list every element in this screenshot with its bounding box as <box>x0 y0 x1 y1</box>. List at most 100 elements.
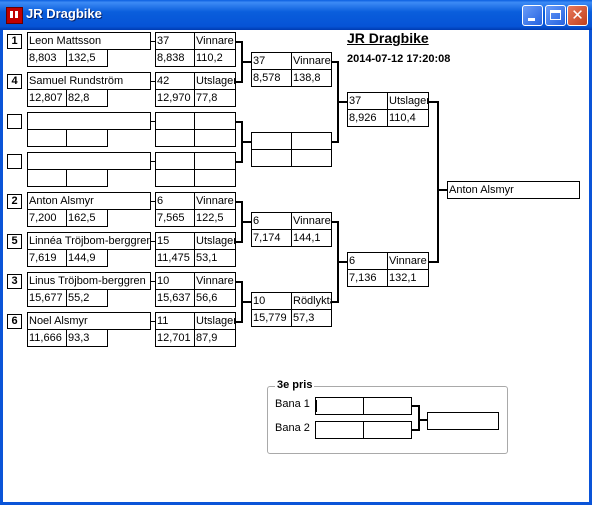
race-speed-field[interactable]: 87,9 <box>194 329 236 347</box>
minimize-button[interactable] <box>522 5 543 26</box>
race-status-field[interactable]: Vinnare <box>291 52 332 70</box>
race-status-field[interactable]: Rödlykta <box>291 292 332 310</box>
race-time-field[interactable]: 11,475 <box>155 249 195 267</box>
racer-speed-field[interactable]: 82,8 <box>66 89 108 107</box>
race-status-field[interactable]: Vinnare <box>194 192 236 210</box>
race-time-field[interactable]: 15,779 <box>251 309 292 327</box>
seed-number <box>7 114 22 129</box>
racer-name-field[interactable]: Linus Tröjbom-berggren <box>27 272 151 290</box>
racer-speed-field[interactable]: 132,5 <box>66 49 108 67</box>
winner-name-field[interactable]: Anton Alsmyr <box>447 181 580 199</box>
bracket-line <box>337 101 348 103</box>
racer-speed-field[interactable]: 93,3 <box>66 329 108 347</box>
race-status-field[interactable]: Vinnare <box>387 252 429 270</box>
race-number-field[interactable]: 37 <box>251 52 292 70</box>
race-number-field[interactable] <box>155 152 195 170</box>
app-dragbike-icon[interactable] <box>6 7 23 24</box>
race-number-field[interactable] <box>251 132 292 150</box>
race-time-field[interactable]: 7,174 <box>251 229 292 247</box>
race-time-field[interactable]: 7,136 <box>347 269 388 287</box>
bracket-line <box>337 261 348 263</box>
race-number-field[interactable]: 10 <box>155 272 195 290</box>
racer-speed-field[interactable]: 144,9 <box>66 249 108 267</box>
race-number-field[interactable]: 6 <box>251 212 292 230</box>
race-speed-field[interactable]: 56,6 <box>194 289 236 307</box>
race-speed-field[interactable]: 110,2 <box>194 49 236 67</box>
close-icon: ✕ <box>571 6 584 24</box>
race-time-field[interactable]: 12,970 <box>155 89 195 107</box>
close-button[interactable]: ✕ <box>567 5 588 26</box>
race-time-field[interactable] <box>155 169 195 187</box>
race-number-field[interactable]: 37 <box>155 32 195 50</box>
race-time-field[interactable] <box>251 149 292 167</box>
lane2-speed-field[interactable] <box>363 421 412 439</box>
race-status-field[interactable] <box>291 132 332 150</box>
racer-name-field[interactable]: Linnéa Tröjbom-berggren <box>27 232 151 250</box>
race-speed-field[interactable]: 122,5 <box>194 209 236 227</box>
bracket-line <box>428 101 438 103</box>
race-status-field[interactable] <box>194 152 236 170</box>
racer-name-field[interactable]: Noel Alsmyr <box>27 312 151 330</box>
race-speed-field[interactable]: 77,8 <box>194 89 236 107</box>
third-place-result-field[interactable] <box>427 412 499 430</box>
race-time-field[interactable]: 15,637 <box>155 289 195 307</box>
race-speed-field[interactable] <box>291 149 332 167</box>
race-speed-field[interactable]: 138,8 <box>291 69 332 87</box>
text-cursor <box>316 400 317 412</box>
race-speed-field[interactable] <box>194 169 236 187</box>
race-status-field[interactable]: Utslagen <box>194 232 236 250</box>
race-number-field[interactable] <box>155 112 195 130</box>
racer-rt-field[interactable]: 7,200 <box>27 209 67 227</box>
race-speed-field[interactable] <box>194 129 236 147</box>
lane1-speed-field[interactable] <box>363 397 412 415</box>
title-bar[interactable]: JR Dragbike ✕ <box>0 0 592 30</box>
racer-rt-field[interactable] <box>27 169 67 187</box>
racer-name-field[interactable]: Samuel Rundström <box>27 72 151 90</box>
minimize-icon <box>528 18 535 21</box>
racer-speed-field[interactable] <box>66 169 108 187</box>
racer-name-field[interactable] <box>27 152 151 170</box>
race-status-field[interactable]: Vinnare <box>194 32 236 50</box>
race-status-field[interactable]: Utslagen <box>194 72 236 90</box>
racer-rt-field[interactable]: 15,677 <box>27 289 67 307</box>
race-status-field[interactable]: Utslagen <box>194 312 236 330</box>
race-number-field[interactable]: 37 <box>347 92 388 110</box>
racer-speed-field[interactable]: 55,2 <box>66 289 108 307</box>
race-number-field[interactable]: 15 <box>155 232 195 250</box>
race-time-field[interactable]: 8,926 <box>347 109 388 127</box>
racer-speed-field[interactable]: 162,5 <box>66 209 108 227</box>
race-number-field[interactable]: 10 <box>251 292 292 310</box>
race-time-field[interactable]: 8,578 <box>251 69 292 87</box>
race-status-field[interactable]: Vinnare <box>291 212 332 230</box>
race-number-field[interactable]: 42 <box>155 72 195 90</box>
race-number-field[interactable]: 11 <box>155 312 195 330</box>
race-speed-field[interactable]: 57,3 <box>291 309 332 327</box>
race-time-field[interactable] <box>155 129 195 147</box>
race-number-field[interactable]: 6 <box>347 252 388 270</box>
racer-name-field[interactable]: Leon Mattsson <box>27 32 151 50</box>
race-time-field[interactable]: 8,838 <box>155 49 195 67</box>
racer-rt-field[interactable]: 11,666 <box>27 329 67 347</box>
seed-number: 4 <box>7 74 22 89</box>
lane2-time-field[interactable] <box>315 421 364 439</box>
racer-name-field[interactable] <box>27 112 151 130</box>
seed-number <box>7 154 22 169</box>
racer-speed-field[interactable] <box>66 129 108 147</box>
racer-rt-field[interactable]: 12,807 <box>27 89 67 107</box>
racer-name-field[interactable]: Anton Alsmyr <box>27 192 151 210</box>
race-status-field[interactable]: Vinnare <box>194 272 236 290</box>
race-speed-field[interactable]: 110,4 <box>387 109 429 127</box>
racer-rt-field[interactable]: 8,803 <box>27 49 67 67</box>
maximize-button[interactable] <box>545 5 566 26</box>
racer-rt-field[interactable] <box>27 129 67 147</box>
race-status-field[interactable] <box>194 112 236 130</box>
lane1-time-field[interactable] <box>315 397 364 415</box>
race-speed-field[interactable]: 132,1 <box>387 269 429 287</box>
race-time-field[interactable]: 7,565 <box>155 209 195 227</box>
race-status-field[interactable]: Utslagen <box>387 92 429 110</box>
race-speed-field[interactable]: 53,1 <box>194 249 236 267</box>
race-number-field[interactable]: 6 <box>155 192 195 210</box>
race-speed-field[interactable]: 144,1 <box>291 229 332 247</box>
racer-rt-field[interactable]: 7,619 <box>27 249 67 267</box>
race-time-field[interactable]: 12,701 <box>155 329 195 347</box>
